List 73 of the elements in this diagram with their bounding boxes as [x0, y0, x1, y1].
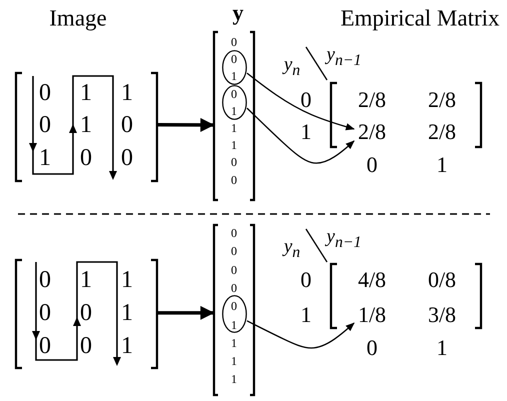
bracket-matrix — [330, 82, 482, 148]
matrix-entry: 1 — [80, 81, 92, 105]
vector-entry: 1 — [231, 139, 237, 152]
vector-entry: 1 — [231, 318, 237, 330]
matrix-entry: 1 — [121, 81, 133, 105]
vector-entry: 0 — [231, 300, 237, 312]
matrix-entry: 0 — [121, 146, 133, 170]
matrix-entry: 0 — [80, 301, 92, 325]
column-heading: Image — [49, 6, 107, 30]
matrix-entry: 0 — [121, 113, 133, 137]
matrix-entry: 1 — [80, 113, 92, 137]
matrix-entry: 0 — [39, 113, 51, 137]
row-label: 1 — [300, 304, 312, 326]
selection-ellipse — [222, 50, 247, 85]
vector-entry: 0 — [231, 174, 237, 186]
matrix-entry: 2/8 — [428, 89, 456, 111]
row-label: 1 — [300, 121, 312, 143]
matrix-entry: 0 — [80, 146, 92, 170]
matrix-entry: 3/8 — [428, 304, 456, 326]
row-label: 0 — [300, 89, 312, 111]
matrix-entry: 0 — [39, 301, 51, 325]
matrix-entry: 1 — [121, 301, 133, 325]
vector-entry: 1 — [231, 373, 237, 386]
column-label: 1 — [436, 337, 448, 359]
column-heading: Empirical Matrix — [340, 6, 500, 30]
curved-arrow — [246, 72, 355, 130]
matrix-entry: 1 — [39, 146, 51, 170]
vector-entry: 1 — [231, 104, 237, 117]
column-heading: y — [232, 2, 244, 24]
selection-ellipse — [222, 85, 247, 120]
axis-symbol: y$_{n}$ — [284, 55, 300, 79]
matrix-entry: 0 — [80, 334, 92, 358]
vector-entry: 0 — [231, 156, 237, 168]
matrix-entry: 1/8 — [358, 304, 386, 326]
column-label: 0 — [366, 154, 378, 176]
curved-arrow — [246, 108, 355, 164]
vector-entry: 1 — [231, 355, 237, 368]
vector-entry: 0 — [231, 264, 237, 276]
matrix-entry: 4/8 — [358, 269, 386, 291]
vector-entry: 1 — [231, 336, 237, 349]
matrix-entry: 1 — [80, 268, 92, 292]
column-label: 0 — [366, 337, 378, 359]
bracket-matrix — [330, 263, 482, 329]
column-vector — [213, 224, 255, 396]
vector-entry: 0 — [231, 245, 237, 258]
axis-symbol: y$_{n−1}$ — [326, 45, 362, 69]
vector-entry: 0 — [231, 88, 237, 100]
selection-ellipse — [222, 295, 247, 333]
thick-arrow — [158, 306, 214, 320]
bracket-matrix — [15, 259, 158, 369]
vector-entry: 1 — [231, 70, 237, 82]
matrix-entry: 2/8 — [358, 121, 386, 143]
matrix-entry: 0 — [39, 81, 51, 105]
vector-entry: 1 — [231, 122, 237, 134]
column-vector — [213, 31, 255, 201]
vector-entry: 0 — [231, 36, 237, 48]
axis-symbol: y$_{n}$ — [284, 237, 300, 261]
matrix-entry: 1 — [121, 334, 133, 358]
column-label: 1 — [436, 154, 448, 176]
thick-arrow — [158, 118, 214, 132]
matrix-entry: 2/8 — [428, 121, 456, 143]
bracket-matrix — [15, 72, 158, 182]
matrix-entry: 0/8 — [428, 269, 456, 291]
matrix-entry: 0 — [39, 334, 51, 358]
axis-symbol: y$_{n−1}$ — [326, 227, 362, 251]
curved-arrow — [246, 320, 355, 349]
matrix-entry: 2/8 — [358, 89, 386, 111]
row-label: 0 — [300, 269, 312, 291]
vector-entry: 0 — [231, 53, 237, 66]
vector-entry: 0 — [231, 282, 237, 294]
matrix-entry: 1 — [121, 268, 133, 292]
vector-entry: 0 — [231, 227, 237, 239]
matrix-entry: 0 — [39, 268, 51, 292]
